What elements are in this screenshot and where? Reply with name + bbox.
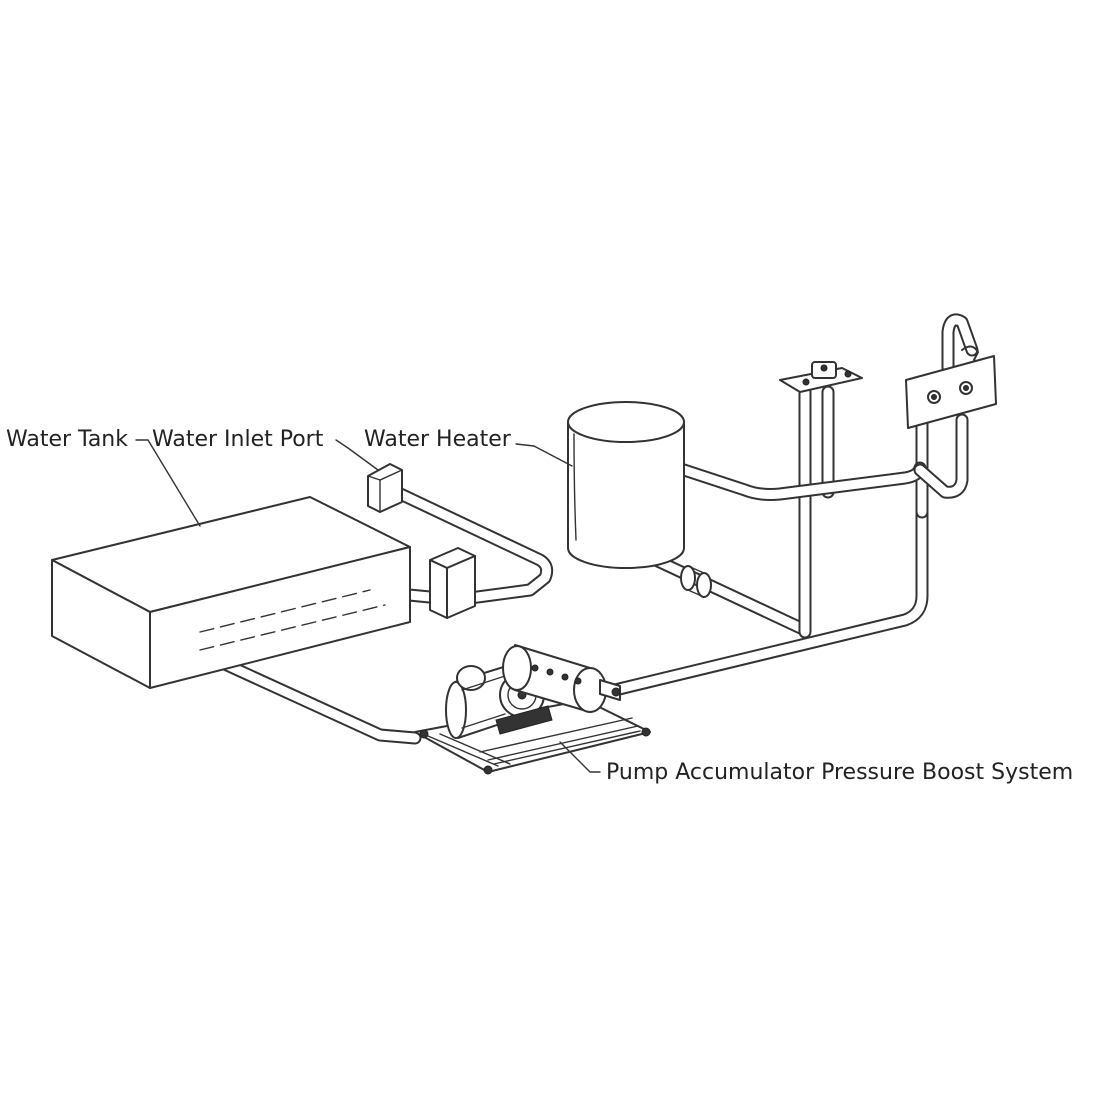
tank-connector-box	[429, 547, 476, 619]
leader-water-heater	[515, 443, 573, 467]
pump-accumulator-system	[414, 644, 651, 775]
inline-fitting	[680, 565, 712, 598]
leader-lines	[135, 439, 601, 773]
label-pump-system: Pump Accumulator Pressure Boost System	[606, 760, 1073, 785]
faucet-panel	[905, 345, 997, 429]
leader-pump-system	[559, 741, 601, 773]
leader-water-inlet-port	[335, 439, 379, 471]
valve-bracket	[779, 361, 863, 393]
label-water-inlet-port: Water Inlet Port	[152, 427, 324, 452]
label-water-heater: Water Heater	[364, 427, 512, 452]
water-inlet-port	[367, 463, 403, 513]
leader-water-tank	[135, 439, 201, 527]
labels: Water Tank Water Inlet Port Water Heater…	[6, 427, 1073, 785]
water-tank	[51, 496, 411, 689]
label-water-tank: Water Tank	[6, 427, 128, 452]
water-heater	[567, 401, 685, 569]
